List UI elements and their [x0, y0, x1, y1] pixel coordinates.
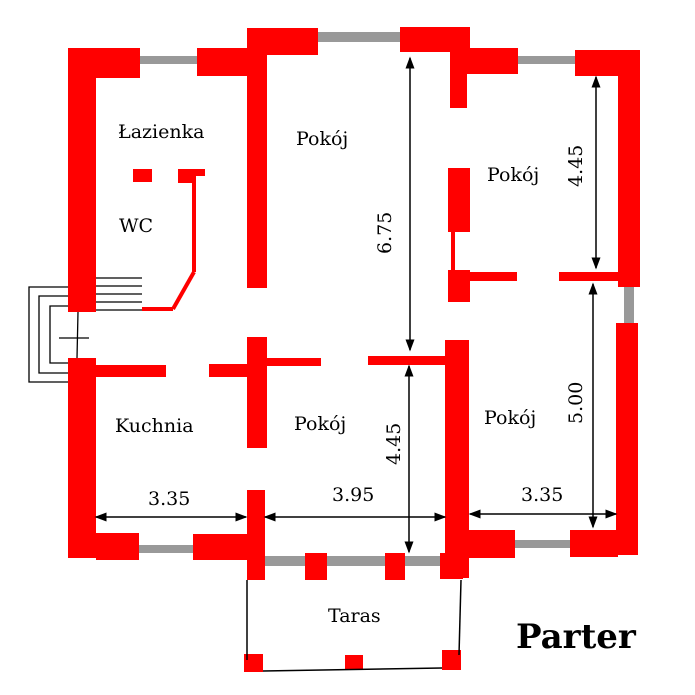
dimension-middle-width: 3.95 — [332, 484, 374, 506]
walls — [68, 27, 640, 672]
dimension-bottom-right-height: 5.00 — [565, 382, 587, 424]
room-label-top-right: Pokój — [487, 164, 539, 186]
room-label-kitchen: Kuchnia — [115, 415, 194, 437]
dimension-top-middle-height: 6.75 — [374, 212, 396, 254]
room-label-bottom-right: Pokój — [484, 407, 536, 429]
room-label-bathroom: Łazienka — [118, 121, 204, 143]
dimension-bottom-middle-height: 4.45 — [383, 423, 405, 465]
room-label-top-middle: Pokój — [296, 128, 348, 150]
dimension-lines — [94, 56, 618, 554]
windows — [139, 32, 634, 566]
room-label-terrace: Taras — [328, 605, 381, 627]
floor-title: Parter — [516, 617, 637, 657]
entrance-stairs — [28, 277, 142, 383]
terrace-outline — [246, 579, 462, 672]
dimension-right-width: 3.35 — [521, 484, 563, 506]
room-label-bottom-middle: Pokój — [294, 413, 346, 435]
wc-partition — [142, 176, 196, 311]
dimension-top-right-height: 4.45 — [565, 145, 587, 187]
dimension-kitchen-width: 3.35 — [148, 488, 190, 510]
room-label-wc: WC — [119, 215, 153, 237]
